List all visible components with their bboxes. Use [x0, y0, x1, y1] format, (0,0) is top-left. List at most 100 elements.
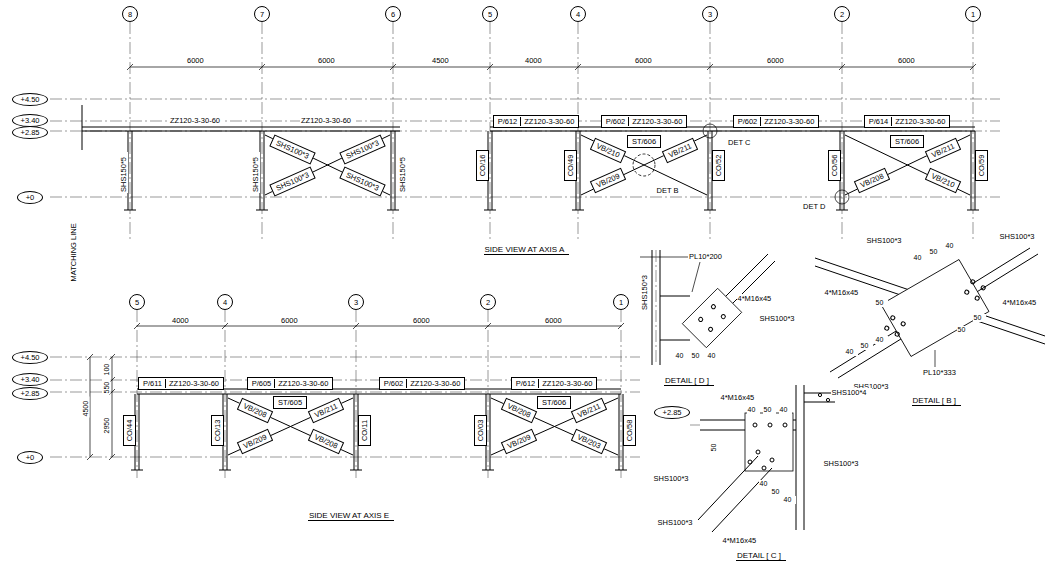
base-plate [704, 210, 716, 211]
gusset [660, 340, 690, 341]
column [227, 394, 228, 470]
tag-text: CO/52 [714, 154, 723, 176]
tag-text: P/605 [252, 379, 272, 388]
tag-text: CO/03 [476, 419, 485, 441]
member-label: SHS100*3 [759, 314, 800, 323]
bolt [818, 393, 821, 396]
tag-text: 8 [128, 10, 132, 19]
gusset [660, 296, 690, 297]
dimension-line [130, 67, 973, 68]
member-tag: P/612ZZ120-3-30-60 [511, 377, 597, 390]
brace [838, 254, 1038, 378]
dimension-line [112, 357, 113, 457]
tag-text: ST/606 [542, 398, 566, 407]
member-tag: VB/203 [571, 428, 607, 454]
column [391, 131, 392, 210]
dimension-tick [839, 64, 845, 70]
level-marker: +2.85 [654, 406, 690, 419]
tag-text: 6 [391, 10, 395, 19]
tag-text: 1 [971, 10, 975, 19]
tag-text: CO/13 [213, 419, 222, 441]
view-title: SIDE VIEW AT AXIS E [308, 511, 394, 521]
gusset-plate [745, 413, 793, 471]
member-tag: P/602ZZ120-3-30-60 [733, 115, 819, 128]
tag-text: P/612 [498, 117, 518, 126]
dimension: 40 [783, 496, 796, 504]
tag-text: CO/56 [830, 154, 839, 176]
column-tag: CO/59 [975, 150, 988, 181]
dimension-tick [487, 64, 493, 70]
tag-text: 7 [260, 10, 264, 19]
member-tag: VB/209 [237, 428, 273, 454]
member-tag: SHS100*3 [269, 166, 315, 196]
detail-marker [835, 190, 849, 204]
member-tag: VB/210 [925, 167, 961, 193]
dimension: 6000 [186, 56, 208, 65]
member-tag: P/602ZZ120-3-30-60 [601, 115, 687, 128]
base-plate [256, 210, 268, 211]
dimension: 6000 [544, 316, 566, 325]
bolt [974, 295, 979, 300]
bolt [720, 314, 726, 320]
bolt-label: 4*M16x45 [737, 294, 776, 303]
tag-text: ZZ120-3-30-60 [760, 117, 814, 126]
dimension: 6000 [317, 56, 339, 65]
note: MATCHING LINE [69, 218, 78, 282]
level-marker: +4.50 [12, 93, 48, 106]
brace [712, 468, 772, 532]
tag-text: VB/211 [313, 401, 339, 419]
member-tag: P/605ZZ120-3-30-60 [247, 377, 333, 390]
level-marker: +4.50 [12, 351, 48, 364]
dimension: 6000 [897, 56, 919, 65]
member-tag: P/602ZZ120-3-30-60 [379, 377, 465, 390]
bracing [845, 135, 970, 195]
dimension: 4000 [524, 56, 546, 65]
tag-text: P/611 [143, 379, 162, 388]
dimension: 6000 [766, 56, 788, 65]
dimension: 4500 [431, 56, 453, 65]
tag-text: 2 [840, 10, 844, 19]
tag-text: VB/209 [595, 171, 621, 189]
dimension-tick [618, 323, 624, 329]
tag-text: 5 [488, 10, 492, 19]
column-tag: CO/44 [123, 415, 136, 446]
column [796, 385, 797, 530]
tag-text: VB/209 [506, 432, 532, 450]
tag-text: P/614 [869, 117, 889, 126]
tag-text: CO/44 [125, 419, 134, 441]
dimension: 50 [771, 488, 784, 496]
member-label: SHS150*5 [398, 152, 407, 193]
member-label: PL10*333 [922, 368, 960, 377]
tag-text: VB/203 [576, 432, 602, 450]
tag-text: +2.85 [21, 128, 40, 137]
member-tag: SHS100*3 [339, 134, 385, 164]
grid-bubble: 8 [122, 6, 138, 22]
base-plate [219, 470, 231, 471]
tag-text: VB/210 [930, 171, 956, 189]
bolt [711, 304, 717, 310]
dimension-tick [222, 323, 228, 329]
tag-text: ST/605 [278, 398, 302, 407]
column [490, 394, 491, 470]
tag-text: +0 [26, 453, 35, 462]
column [971, 131, 972, 210]
level-marker: +0 [17, 451, 43, 464]
dimension: 50 [957, 326, 970, 334]
tag-text: P/602 [738, 117, 758, 126]
dimension-tick [575, 64, 581, 70]
level-marker: +2.85 [12, 126, 48, 139]
member-label: ZZ120-3-30-60 [169, 116, 225, 125]
dimension: 4500 [81, 397, 89, 418]
gusset-plate [682, 288, 741, 347]
grid-bubble: 4 [570, 6, 586, 22]
tag-text: ZZ120-3-30-60 [520, 117, 574, 126]
column [844, 131, 845, 210]
tag-text: 2 [486, 298, 490, 307]
detail-marker [633, 154, 655, 176]
column [395, 131, 396, 210]
column-axis [656, 250, 657, 365]
column [652, 250, 653, 365]
base-plate [482, 470, 494, 471]
brace [698, 456, 758, 520]
